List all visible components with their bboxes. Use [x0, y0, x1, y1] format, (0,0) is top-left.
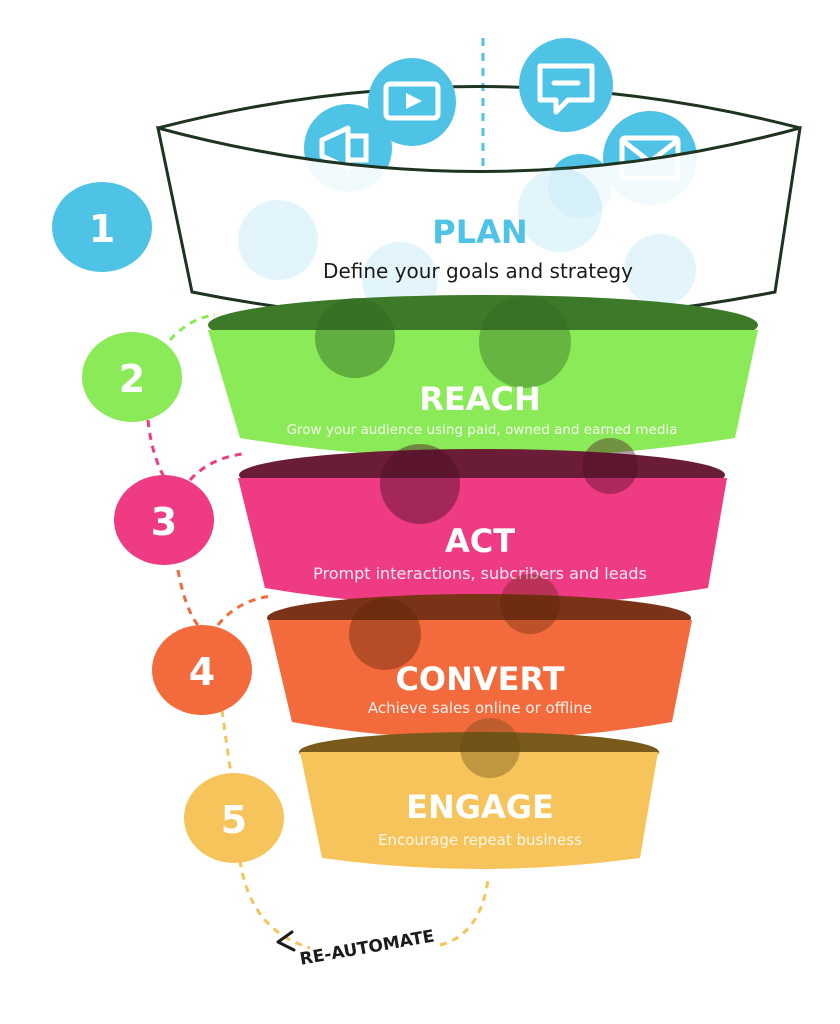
stage-engage-band — [299, 718, 659, 869]
stage-act-title: ACT — [445, 522, 515, 560]
re-automate-label: RE-AUTOMATE — [298, 926, 436, 969]
stage-2-circle: 2 — [82, 332, 182, 422]
stage-plan-title: PLAN — [432, 213, 527, 251]
video-icon — [368, 58, 456, 146]
stage-act-description: Prompt interactions, subcribers and lead… — [313, 564, 647, 583]
stage-3-circle: 3 — [114, 475, 214, 565]
chat-icon — [519, 38, 613, 132]
stage-1-circle: 1 — [52, 182, 152, 272]
stage-reach-description: Grow your audience using paid, owned and… — [287, 422, 678, 438]
stage-reach-title: REACH — [419, 380, 541, 418]
stage-4-circle: 4 — [152, 625, 252, 715]
stage-5-circle: 5 — [184, 773, 284, 863]
stage-2-number: 2 — [119, 357, 145, 401]
stage-3-number: 3 — [151, 500, 177, 544]
re-automate-arrowhead — [276, 930, 296, 952]
stage-plan-description: Define your goals and strategy — [323, 259, 633, 283]
stage-engage-description: Encourage repeat business — [378, 831, 582, 849]
stage-5-number: 5 — [221, 798, 247, 842]
stage-engage-title: ENGAGE — [406, 788, 554, 826]
stage-reach-band — [208, 295, 758, 458]
stage-4-number: 4 — [189, 650, 215, 694]
stage-act-band — [238, 438, 727, 607]
stage-convert-title: CONVERT — [395, 660, 564, 698]
stage-convert-description: Achieve sales online or offline — [368, 699, 592, 717]
stage-convert-band — [267, 574, 692, 739]
stage-1-number: 1 — [89, 207, 115, 251]
